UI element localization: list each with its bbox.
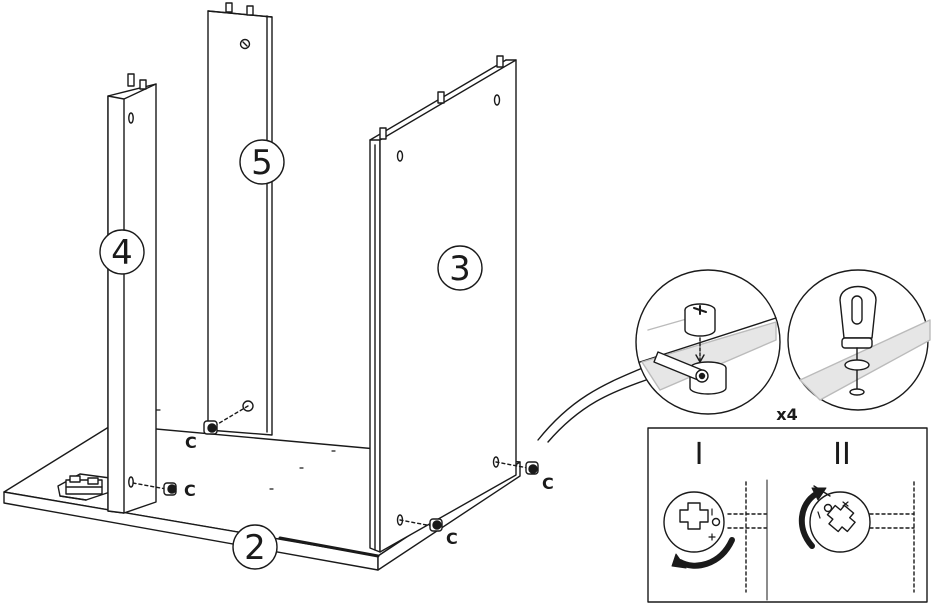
rotate-arrow-icon (798, 485, 831, 549)
part-number-4-badge: 4 (99, 229, 145, 275)
screwdriver-icon (787, 269, 931, 411)
part-number-5-badge: 5 (239, 139, 285, 185)
part-number-2-badge: 2 (232, 524, 278, 570)
part-number-3: 3 (449, 249, 471, 289)
step-one-label: I (695, 437, 704, 472)
cam-connector-left (132, 482, 177, 496)
part-number-4: 4 (111, 233, 133, 273)
left-side-panel (107, 73, 157, 514)
part-number-3-badge: 3 (437, 245, 483, 291)
cam-connector-right-front (399, 518, 443, 532)
back-panel (207, 2, 273, 436)
rotate-arrow-icon (671, 537, 735, 569)
detail-leader-line (537, 364, 651, 441)
detail-leader-line-2 (547, 377, 653, 443)
connector-label: C (446, 529, 458, 548)
step-two-label: II (833, 437, 851, 472)
cam-lock-insert-icon (635, 269, 781, 415)
right-side-panel (369, 55, 517, 553)
cam-connector-back (203, 405, 249, 435)
part-number-2: 2 (244, 528, 266, 568)
connector-label: C (184, 481, 196, 500)
part-number-5: 5 (251, 143, 273, 183)
connector-label: C (185, 433, 197, 452)
cam-connector-right-back (495, 461, 539, 475)
cam-step-one-diagram (663, 481, 915, 593)
cam-step-two-diagram (809, 491, 915, 553)
connector-label: C (542, 474, 554, 493)
quantity-label: x4 (776, 405, 797, 424)
